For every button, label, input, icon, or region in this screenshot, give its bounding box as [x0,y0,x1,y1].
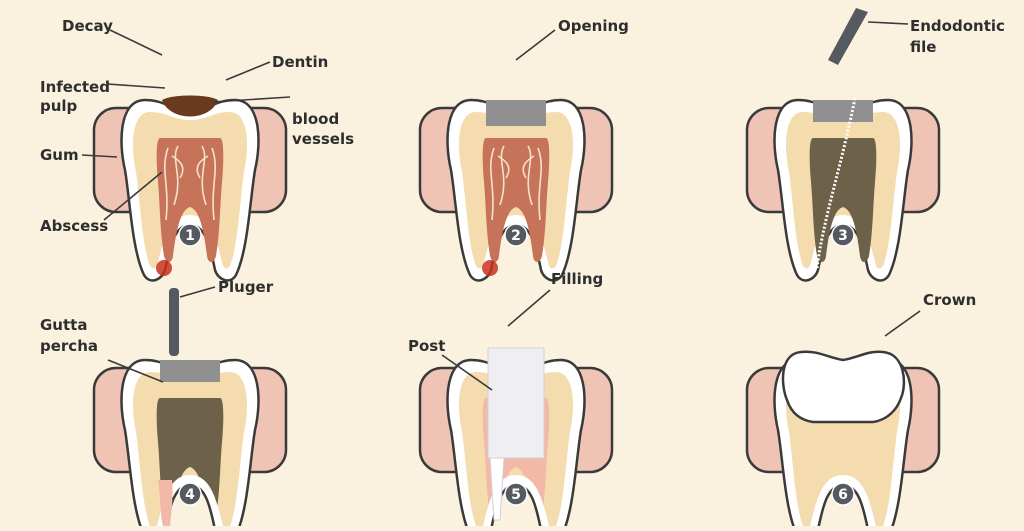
leader-line [109,29,163,56]
step-badge [831,482,855,506]
post-rod [489,457,505,521]
blood-vessels [490,145,542,221]
step-number: 6 [838,487,848,503]
decay-cavity [162,95,218,117]
step-number: 3 [838,228,848,244]
tooth [773,350,913,531]
label-dentin: Dentin [272,53,328,71]
step-badge [504,223,528,247]
leader-line [884,310,921,337]
root-tip [158,480,173,528]
leader-line [515,29,556,61]
step-number: 4 [185,487,195,503]
leader-line [507,289,551,327]
crown-cap [781,350,906,424]
file-handle [828,8,868,65]
step-number: 1 [185,228,195,244]
leader-line [179,286,216,298]
label-decay: Decay [62,17,113,35]
access-opening [813,100,873,122]
leader-line [441,354,493,391]
step-number: 2 [511,228,521,244]
leader-line [211,96,291,103]
label-crown: Crown [923,291,976,309]
plugger-tool [169,288,179,356]
label-vessels: vessels [292,130,354,148]
access-opening [160,360,220,382]
label-gutta: Gutta [40,316,87,334]
label-opening: Opening [558,17,629,35]
label-file: file [910,38,936,56]
label-pulp: pulp [40,97,78,115]
blood-vessels [164,145,216,221]
file-shaft [815,97,857,269]
leader-line [867,21,909,25]
step-badge [504,482,528,506]
tooth [773,97,913,282]
label-infected: Infected [40,78,110,96]
step-badge [178,482,202,506]
leader-line [103,171,163,221]
label-pluger: Pluger [218,278,274,296]
label-percha: percha [40,337,98,355]
filling-block [487,347,545,459]
tooth [120,358,260,531]
abscess-spot [482,260,498,276]
abscess-spot [156,260,172,276]
tooth [446,347,586,531]
label-blood: blood [292,110,339,128]
access-opening [486,100,546,126]
step-panel-2: Opening 2 [418,17,629,282]
label-post: Post [408,337,445,355]
label-endodontic: Endodontic [910,17,1005,35]
leader-line [106,83,166,89]
step-panel-6: Crown 6 [745,291,976,531]
leader-line [81,154,118,158]
step-number: 5 [511,487,521,503]
label-gum: Gum [40,146,79,164]
step-badge [178,223,202,247]
leader-line [107,359,164,383]
tooth [446,98,586,282]
label-filling: Filling [551,270,603,288]
leader-line [225,61,271,81]
step-badge [831,223,855,247]
label-abscess: Abscess [40,217,108,235]
tooth [120,95,260,282]
step-panel-3: Endodontic file 3 [745,8,1005,282]
